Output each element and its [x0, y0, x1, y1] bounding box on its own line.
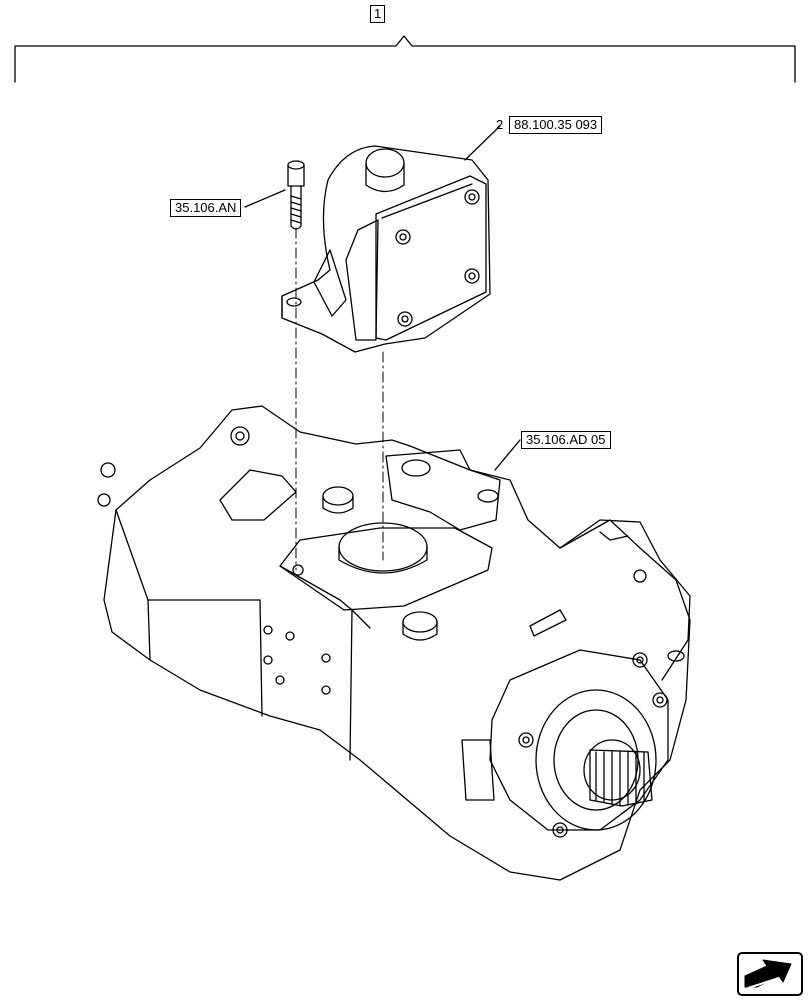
hydraulic-pump: [97, 405, 691, 881]
cap-screw: [287, 160, 305, 230]
assembly-callout: 1: [370, 5, 386, 23]
next-page-arrow-icon: [744, 959, 792, 989]
alignment-lines: [295, 227, 384, 571]
item-number-2: 2: [496, 117, 504, 132]
assembly-bracket: [14, 35, 796, 83]
item2-reference-callout: 88.100.35 093: [509, 116, 603, 134]
valve-housing: [281, 145, 491, 353]
screw-reference-callout: 35.106.AN: [170, 199, 242, 217]
next-page-button[interactable]: [737, 952, 803, 996]
pump-reference-callout: 35.106.AD 05: [521, 431, 611, 449]
leader-lines: [244, 125, 521, 471]
